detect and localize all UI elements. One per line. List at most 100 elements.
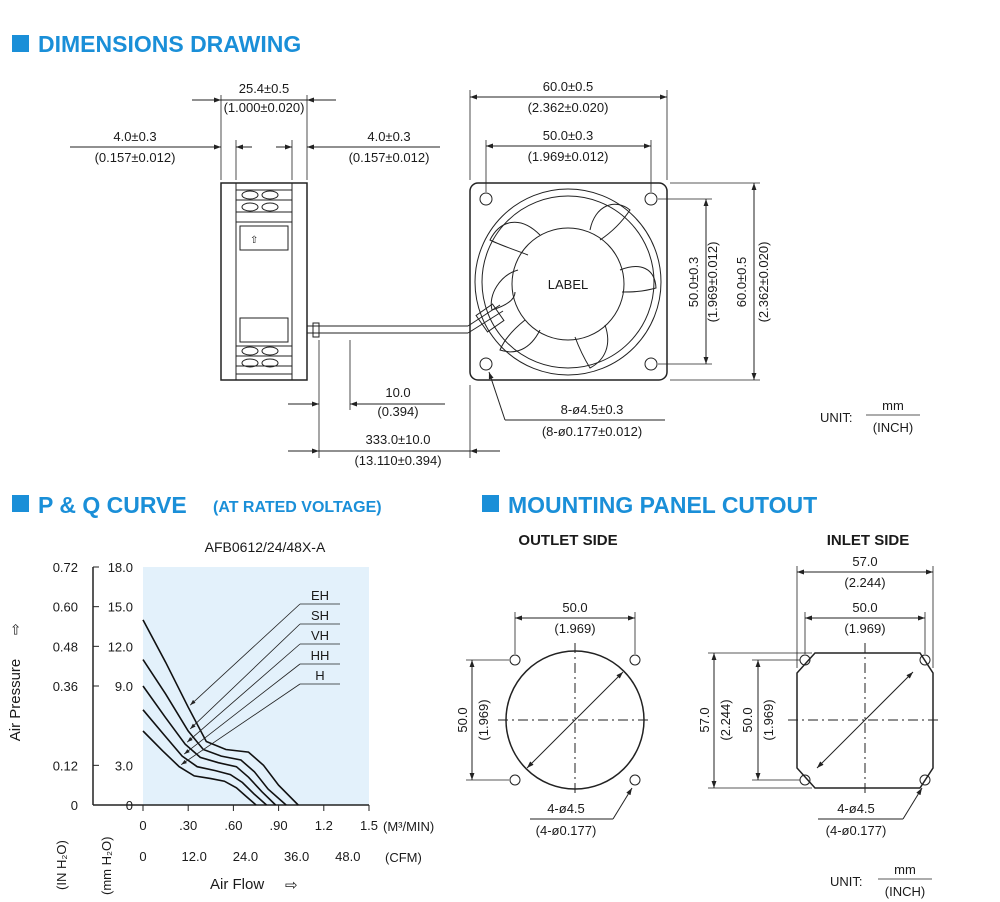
y-tick-label-mm: 0 <box>126 798 133 813</box>
inlet-h50-mm: 50.0 <box>740 707 755 732</box>
x-arrow-icon: ⇨ <box>285 877 298 894</box>
series-label-sh: SH <box>311 608 329 623</box>
outlet-w-mm: 50.0 <box>562 600 587 615</box>
dim-holes-mm: 8-ø4.5±0.3 <box>561 402 624 417</box>
x-tick-label-m3: .30 <box>179 818 197 833</box>
y-tick-label-in: 0.72 <box>53 560 78 575</box>
x-tick-label-m3: 0 <box>139 818 146 833</box>
unit-mm: mm <box>894 862 916 877</box>
dim-rim-left-in: (0.157±0.012) <box>95 150 176 165</box>
x-unit-top: (M³/MIN) <box>383 819 434 834</box>
front-dimensions: 60.0±0.5 (2.362±0.020) 50.0±0.3 (1.969±0… <box>469 79 771 439</box>
cutout-outlet: OUTLET SIDE 50.0 (1.969) 50.0 (1.969) 4-… <box>455 532 652 838</box>
mount-hole-icon <box>479 357 493 371</box>
cutout-hole-icon <box>919 774 931 786</box>
x-tick-label-m3: 1.2 <box>315 818 333 833</box>
y-tick-label-in: 0.48 <box>53 639 78 654</box>
y-tick-label-mm: 9.0 <box>115 679 133 694</box>
callout-arrow <box>189 623 301 730</box>
inlet-h57-in: (2.244) <box>718 699 733 740</box>
y-tick-label-in: 0.12 <box>53 758 78 773</box>
inlet-w50-mm: 50.0 <box>852 600 877 615</box>
y-tick-label-mm: 18.0 <box>108 560 133 575</box>
fan-front-view: LABEL <box>467 182 668 381</box>
x-tick-label-cfm: 36.0 <box>284 849 309 864</box>
series-label-h: H <box>315 668 324 683</box>
outlet-side-title: OUTLET SIDE <box>518 532 617 549</box>
y-unit-left: (IN H₂O) <box>54 840 69 890</box>
y-arrow-icon: ⇨ <box>7 623 23 635</box>
y-tick-label-in: 0 <box>71 798 78 813</box>
mount-hole-icon <box>479 192 493 206</box>
dim-lead-in: (13.110±0.394) <box>354 453 441 468</box>
section-title-dimensions: DIMENSIONS DRAWING <box>38 31 301 57</box>
chart-plot-area <box>143 567 369 805</box>
unit-inch: (INCH) <box>873 420 913 435</box>
y-tick-label-in: 0.60 <box>53 600 78 615</box>
section-title-pq: P & Q CURVE <box>38 492 187 518</box>
inlet-side-title: INLET SIDE <box>827 532 910 549</box>
dim-strip-in: (0.394) <box>377 404 418 419</box>
cutout-hole-icon <box>629 774 641 786</box>
callout-arrow <box>186 643 301 743</box>
section-bullet-icon <box>12 35 29 52</box>
mount-hole-icon <box>644 192 658 206</box>
svg-text:⇧: ⇧ <box>250 235 258 246</box>
unit-legend-bottom: UNIT: mm (INCH) <box>830 862 932 899</box>
series-label-vh: VH <box>311 628 329 643</box>
cutout-inlet: INLET SIDE 57.0 (2.244) 50.0 (1.969) 57.… <box>697 532 942 838</box>
inlet-h57-mm: 57.0 <box>697 707 712 732</box>
section-subtitle-pq: (AT RATED VOLTAGE) <box>213 499 382 516</box>
cutout-hole-icon <box>509 654 521 666</box>
callout-arrow <box>180 683 301 765</box>
callout-arrow <box>189 603 301 706</box>
inlet-w57-in: (2.244) <box>844 575 885 590</box>
dim-hole-in: (1.969±0.012) <box>528 149 609 164</box>
inlet-w50-in: (1.969) <box>844 621 885 636</box>
x-tick-label-cfm: 48.0 <box>335 849 360 864</box>
cutout-hole-icon <box>629 654 641 666</box>
y-unit-right: (mm H₂O) <box>99 837 114 895</box>
curve-vh <box>142 685 277 806</box>
dim-vhole-mm: 50.0±0.3 <box>686 257 701 308</box>
callout-arrow <box>183 663 301 755</box>
fan-label-text: LABEL <box>548 277 588 292</box>
x-tick-label-cfm: 0 <box>139 849 146 864</box>
x-tick-label-cfm: 12.0 <box>182 849 207 864</box>
y-tick-label-mm: 15.0 <box>108 600 133 615</box>
curve-h <box>142 730 257 806</box>
unit-mm: mm <box>882 398 904 413</box>
section-title-cutout: MOUNTING PANEL CUTOUT <box>508 492 817 518</box>
dim-height-in: (2.362±0.020) <box>756 242 771 323</box>
section-bullet-icon <box>482 495 499 512</box>
unit-inch: (INCH) <box>885 884 925 899</box>
dim-vhole-in: (1.969±0.012) <box>705 242 720 323</box>
unit-legend-top: UNIT: mm (INCH) <box>820 398 920 435</box>
curve-hh <box>142 709 268 806</box>
unit-label: UNIT: <box>830 874 863 889</box>
dim-width-in: (2.362±0.020) <box>528 100 609 115</box>
curve-eh <box>142 619 299 806</box>
y-axis-label: Air Pressure <box>7 659 24 742</box>
inlet-w57-mm: 57.0 <box>852 554 877 569</box>
x-tick-label-m3: 1.5 <box>360 818 378 833</box>
series-label-eh: EH <box>311 588 329 603</box>
dim-hole-mm: 50.0±0.3 <box>543 128 594 143</box>
dim-width-mm: 60.0±0.5 <box>543 79 594 94</box>
inlet-holes-in: (4-ø0.177) <box>826 823 887 838</box>
pq-chart: AFB0612/24/48X-A 18.0 15.0 12.0 9.0 3.0 0 0.7… <box>7 539 434 895</box>
dim-holes-in: (8-ø0.177±0.012) <box>542 424 642 439</box>
outlet-h-in: (1.969) <box>476 699 491 740</box>
x-axis-label: Air Flow <box>210 876 264 893</box>
cutout-hole-icon <box>509 774 521 786</box>
x-tick-label-m3: .60 <box>224 818 242 833</box>
dim-rim-right-in: (0.157±0.012) <box>349 150 430 165</box>
cutout-hole-icon <box>919 654 931 666</box>
dim-depth-mm: 25.4±0.5 <box>239 81 290 96</box>
unit-label: UNIT: <box>820 410 853 425</box>
outlet-holes-in: (4-ø0.177) <box>536 823 597 838</box>
chart-title: AFB0612/24/48X-A <box>205 539 326 555</box>
series-label-hh: HH <box>311 648 330 663</box>
y-tick-label-mm: 3.0 <box>115 758 133 773</box>
